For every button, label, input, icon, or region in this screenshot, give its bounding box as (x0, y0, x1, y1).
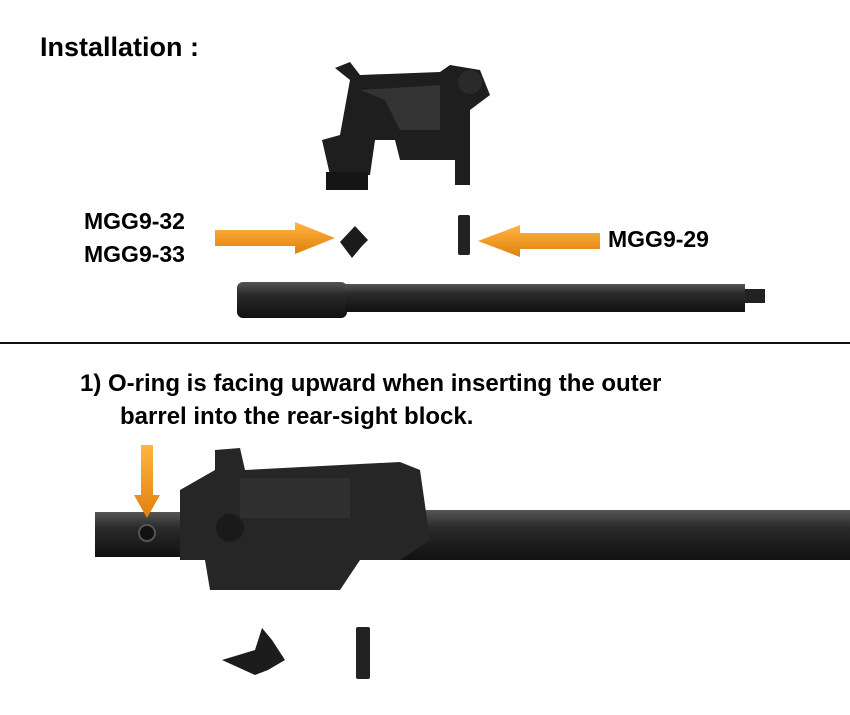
part-label-mgg9-32: MGG9-32 (84, 208, 185, 234)
arrow-right-icon (215, 222, 335, 254)
step-1-line-2: barrel into the rear-sight block. (120, 403, 474, 430)
pin-mgg9-29-photo-bottom (356, 627, 370, 679)
arrow-left-icon (478, 225, 600, 257)
part-mgg9-32-photo-bottom (222, 628, 285, 675)
part-label-mgg9-29: MGG9-29 (608, 226, 709, 252)
pin-mgg9-29-photo (458, 215, 470, 255)
rear-sight-block-photo (322, 62, 490, 190)
assembly-photo (95, 448, 850, 590)
arrow-down-icon (134, 445, 160, 518)
part-label-mgg9-33: MGG9-33 (84, 241, 185, 267)
part-mgg9-32-photo (340, 226, 368, 258)
step-1-line-1: 1) O-ring is facing upward when insertin… (80, 370, 662, 397)
section-divider (0, 342, 850, 344)
page-title: Installation : (40, 32, 200, 62)
outer-barrel-photo (237, 282, 765, 318)
